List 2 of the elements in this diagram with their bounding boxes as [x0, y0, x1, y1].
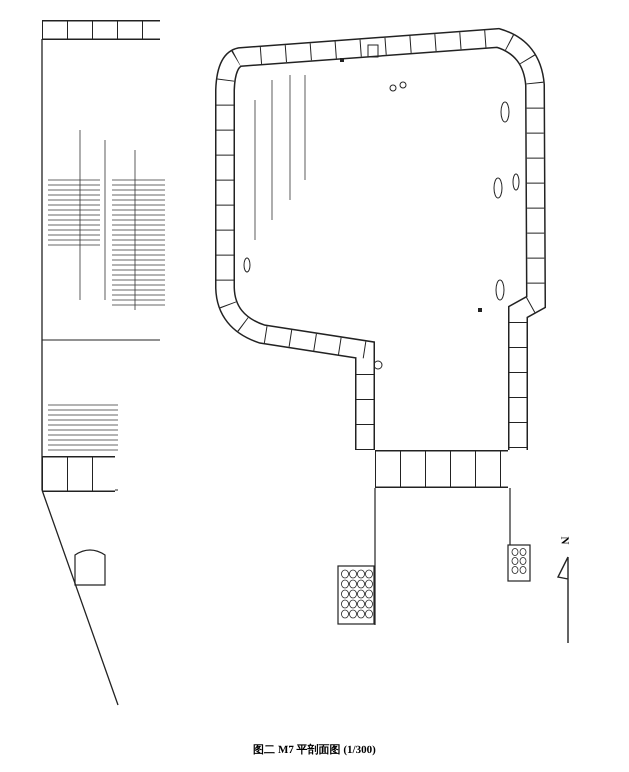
- north-label: N: [558, 536, 570, 544]
- figure-caption: 图二 M7 平剖面图 (1/300): [252, 742, 377, 758]
